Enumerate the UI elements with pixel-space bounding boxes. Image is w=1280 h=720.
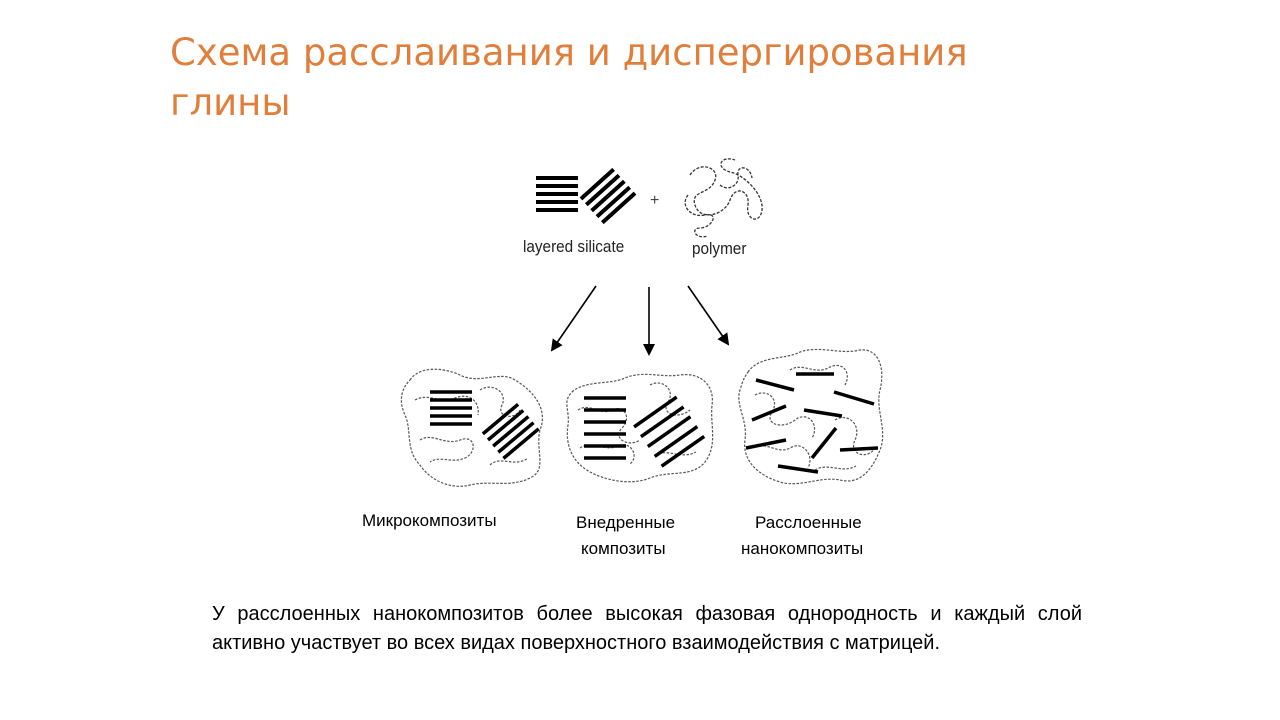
layered-silicate-label: layered silicate	[523, 237, 625, 256]
polymer-coil	[684, 158, 763, 238]
plus-sign: +	[650, 192, 659, 209]
layered-silicate-horizontal-stack	[536, 176, 578, 212]
layered-silicate-tilted-stack	[579, 167, 637, 225]
exfoliated-label-line-1: Расслоенные	[755, 513, 862, 532]
exfoliated-label-line-2: нанокомпозиты	[741, 539, 864, 558]
intercalated-composites-label: Внедренные композиты	[576, 510, 706, 562]
intercalated-composite-blob	[566, 373, 714, 483]
intercalated-label-line-2: композиты	[581, 539, 666, 558]
microcomposites-label: Микрокомпозиты	[362, 508, 497, 534]
microcomposite-blob	[400, 368, 543, 487]
polymer-label: polymer	[692, 239, 747, 258]
arrow-to-microcomposites	[550, 285, 597, 352]
exfoliated-nanocomposite-blob	[738, 348, 884, 485]
arrow-to-exfoliated	[687, 285, 730, 346]
arrows	[550, 285, 730, 356]
microcomposites-label-line: Микрокомпозиты	[362, 511, 497, 530]
intercalated-label-line-1: Внедренные	[576, 513, 676, 532]
slide-title: Схема расслаивания и диспергирования гли…	[170, 31, 968, 124]
exfoliated-nanocomposites-label: Расслоенные нанокомпозиты	[741, 510, 901, 562]
body-text: У расслоенных нанокомпозитов более высок…	[212, 603, 1082, 654]
